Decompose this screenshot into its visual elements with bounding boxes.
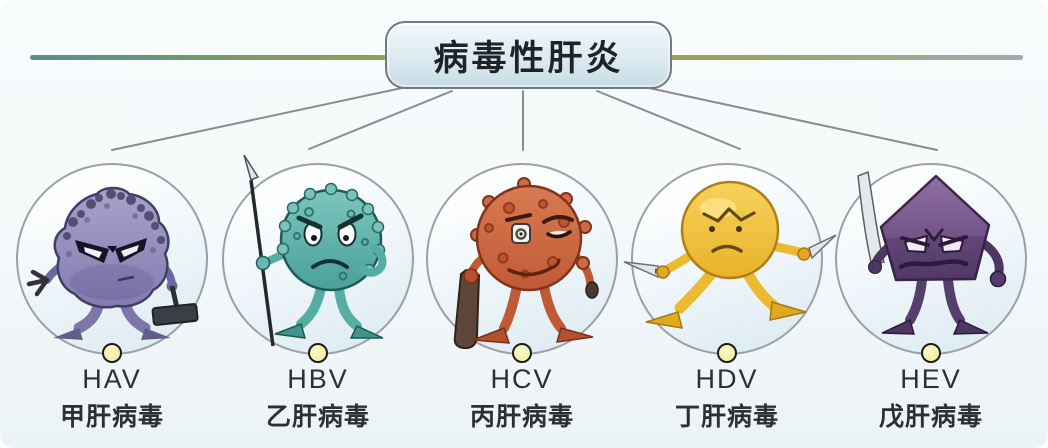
virus-name-label: 丁肝病毒 [674,403,779,431]
title-box: 病毒性肝炎 [385,21,672,89]
node-marker-dot [921,343,941,363]
node-marker-dot [717,343,737,363]
hbv-virus-icon [243,154,387,347]
virus-name-label: 丙肝病毒 [469,403,574,431]
connector-line-hdv [596,90,741,150]
virus-code-label: HAV [82,364,142,394]
connector-line-hev [648,87,938,151]
node-marker-dot [102,343,122,363]
virus-node-hcv: HCV 丙肝病毒 [417,150,627,448]
hdv-virus-icon [623,180,837,329]
virus-code-label: HEV [900,364,962,394]
virus-name-label: 甲肝病毒 [59,403,164,431]
virus-node-hbv: HBV 乙肝病毒 [213,150,423,448]
hev-virus-icon [857,170,1007,335]
virus-code-label: HDV [695,364,759,394]
hcv-virus-icon [453,177,599,350]
virus-code-label: HBV [287,364,349,394]
virus-name-label: 乙肝病毒 [265,403,370,431]
hav-virus-icon [26,186,199,340]
page-title: 病毒性肝炎 [433,38,624,78]
node-marker-dot [308,343,328,363]
decorative-rule-right [666,55,1023,60]
connector-line-hav [111,87,403,151]
virus-name-label: 戊肝病毒 [878,403,983,431]
virus-node-hdv: HDV 丁肝病毒 [622,150,837,448]
virus-node-hav: HAV 甲肝病毒 [7,150,217,448]
virus-node-hev: HEV 戊肝病毒 [826,150,1036,448]
node-marker-dot [512,343,532,363]
connector-line-hbv [308,90,453,150]
decorative-rule-left [30,55,386,60]
virus-code-label: HCV [490,364,554,394]
